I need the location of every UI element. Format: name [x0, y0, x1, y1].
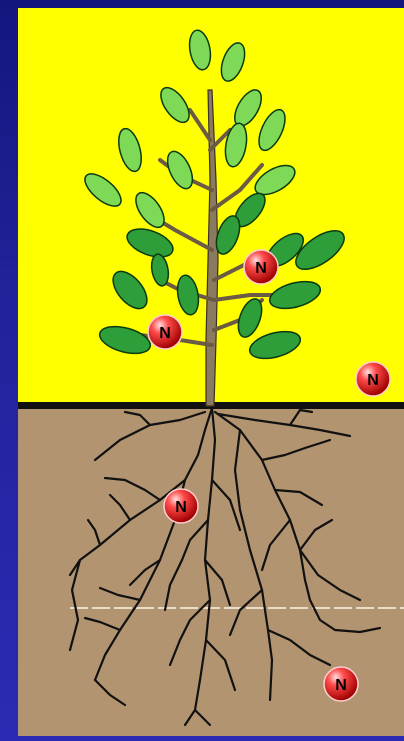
- nitrogen-marker: N: [148, 315, 182, 349]
- nitrogen-marker: N: [324, 667, 358, 701]
- nitrogen-label: N: [335, 677, 347, 694]
- nitrogen-marker: N: [164, 489, 198, 523]
- nitrogen-label: N: [159, 325, 171, 342]
- nitrogen-label: N: [367, 372, 379, 389]
- nitrogen-marker: N: [356, 362, 390, 396]
- nitrogen-label: N: [175, 499, 187, 516]
- nitrogen-marker: N: [244, 250, 278, 284]
- nitrogen-label: N: [255, 260, 267, 277]
